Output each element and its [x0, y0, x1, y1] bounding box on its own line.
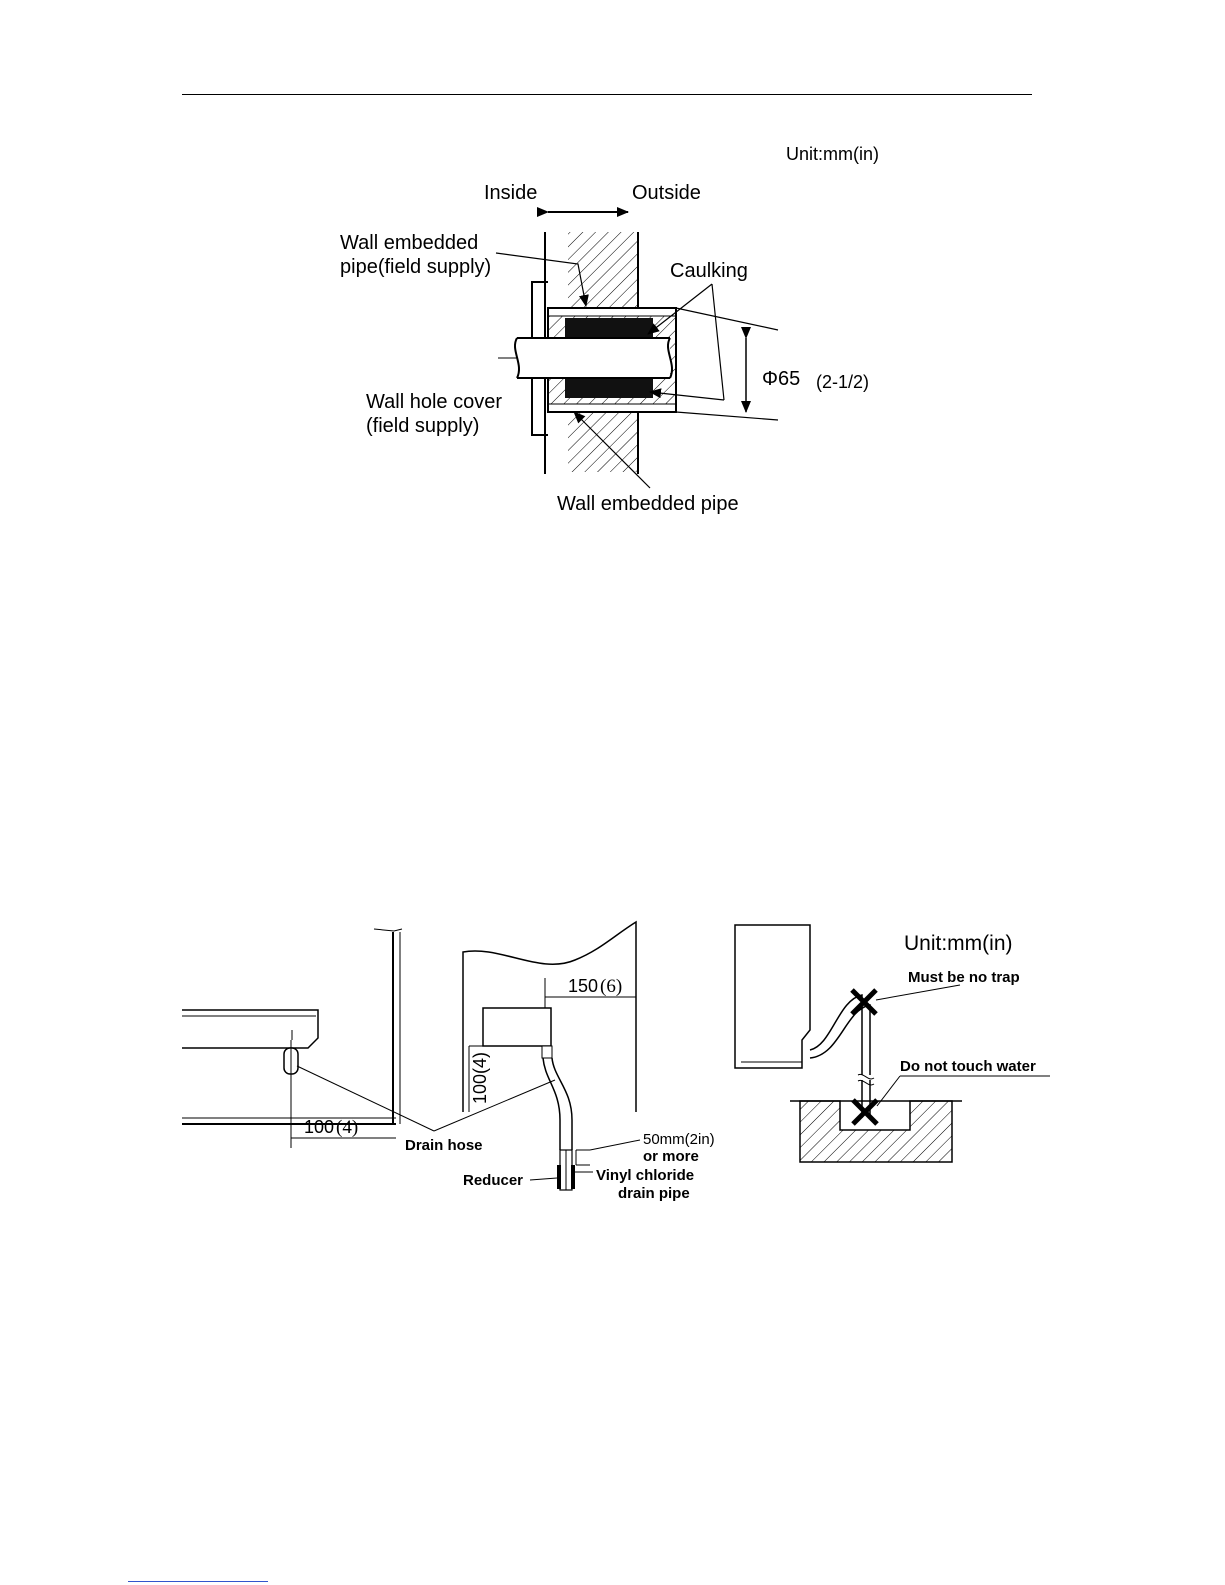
dim-50-label-2: or more: [643, 1148, 699, 1165]
wall-embedded-pipe-label: Wall embedded pipe: [557, 493, 739, 515]
trap-unit-label: Unit:mm(in): [904, 932, 1013, 955]
wall-pipe-diagram: Unit:mm(in) Inside Outside: [340, 144, 879, 515]
vinyl-label-1: Vinyl chloride: [596, 1167, 694, 1184]
hose-break-symbol: [858, 1074, 874, 1085]
no-water-x-mark: [853, 1100, 877, 1124]
outside-label: Outside: [632, 182, 701, 204]
diameter-inch-label: (2-1/2): [816, 372, 869, 392]
no-trap-x-mark: [852, 990, 876, 1014]
leader-no-trap: [876, 985, 960, 1000]
drain-hose-diagram: 100 (4) 150 (6) 100(4): [182, 922, 715, 1202]
dimension-ext-top: [676, 308, 778, 330]
wall-hole-cover-label-2: (field supply): [366, 415, 479, 437]
dim-150-label: 150: [568, 976, 598, 996]
no-water-label: Do not touch water: [900, 1058, 1036, 1075]
drain-hose-label: Drain hose: [405, 1137, 483, 1154]
indoor-unit-center: [483, 1008, 551, 1046]
no-trap-label: Must be no trap: [908, 969, 1020, 986]
footer-link-underline: [128, 1581, 268, 1582]
wall-hole-cover-label-1: Wall hole cover: [366, 391, 502, 413]
caulking-bottom: [565, 378, 653, 398]
wall-embedded-pipe-field-label-1: Wall embedded: [340, 232, 478, 254]
wall-embedded-pipe-field-label-2: pipe(field supply): [340, 256, 491, 278]
dim-150-inch-label: (6): [600, 976, 622, 997]
dimension-ext-bottom: [676, 412, 778, 420]
reducer-label: Reducer: [463, 1172, 523, 1189]
reducer-clamp-left: [557, 1165, 561, 1189]
dim-100-label: 100: [304, 1117, 334, 1137]
indoor-unit-right: [735, 925, 810, 1068]
leader-reducer: [530, 1178, 557, 1180]
wall-unit-label: Unit:mm(in): [786, 144, 879, 164]
leader-drain-hose-center: [434, 1080, 555, 1131]
drain-hose-interior: [517, 339, 670, 377]
diameter-label: Φ65: [762, 368, 800, 390]
dim-100-vertical-label: 100(4): [470, 1052, 490, 1104]
water-basin: [800, 1101, 952, 1162]
caulking-label: Caulking: [670, 260, 748, 282]
dim-50-label-1: 50mm(2in): [643, 1131, 715, 1148]
caulking-top: [565, 318, 653, 338]
dim-100-inch-label: (4): [336, 1117, 358, 1138]
inside-label: Inside: [484, 182, 537, 204]
drain-hose-center: [543, 1058, 560, 1150]
vinyl-label-2: drain pipe: [618, 1185, 690, 1202]
reducer-clamp-right: [571, 1165, 575, 1189]
no-trap-diagram: Unit:mm(in) Must be no trap D: [735, 925, 1050, 1162]
